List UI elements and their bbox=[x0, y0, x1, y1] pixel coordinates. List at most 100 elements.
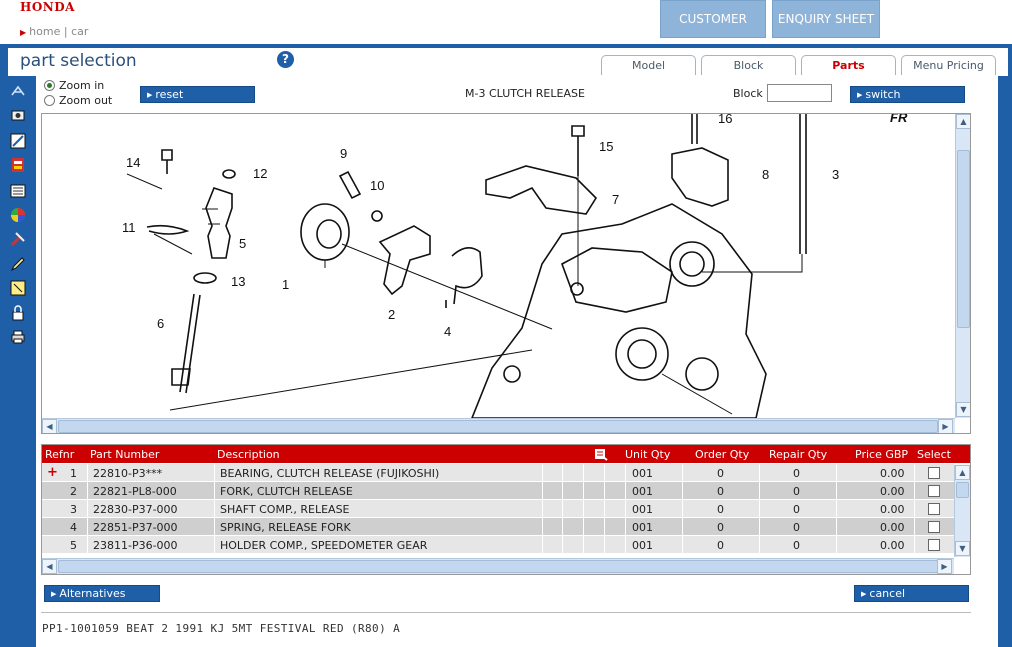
select-checkbox[interactable] bbox=[928, 521, 940, 533]
tools-icon[interactable] bbox=[10, 231, 26, 247]
cell-separator bbox=[625, 482, 626, 500]
zoom-in-radio-dot[interactable] bbox=[44, 80, 55, 91]
cell-separator bbox=[682, 464, 683, 482]
cell-separator bbox=[542, 500, 543, 518]
col-description[interactable]: Description bbox=[217, 448, 280, 461]
col-part-number[interactable]: Part Number bbox=[90, 448, 160, 461]
cancel-button[interactable]: ▶cancel bbox=[854, 585, 969, 602]
svg-text:1: 1 bbox=[282, 277, 289, 292]
alternatives-button[interactable]: ▶Alternatives bbox=[44, 585, 160, 602]
color-wheel-icon[interactable] bbox=[10, 207, 26, 223]
help-icon[interactable]: ? bbox=[277, 51, 294, 68]
svg-text:8: 8 bbox=[762, 167, 769, 182]
col-order-qty[interactable]: Order Qty bbox=[695, 448, 750, 461]
lock-icon[interactable] bbox=[10, 305, 26, 321]
breadcrumb-arrow-icon: ▶ bbox=[20, 28, 27, 37]
col-select[interactable]: Select bbox=[917, 448, 951, 461]
col-unit-qty[interactable]: Unit Qty bbox=[625, 448, 671, 461]
scroll-up-icon[interactable]: ▲ bbox=[956, 114, 970, 129]
scroll-right-icon[interactable]: ▶ bbox=[938, 419, 953, 433]
bookmark-icon[interactable] bbox=[10, 83, 26, 99]
cell-separator bbox=[214, 518, 215, 536]
table-scroll-left-icon[interactable]: ◀ bbox=[42, 559, 57, 574]
enquiry-sheet-button[interactable]: ENQUIRY SHEET bbox=[772, 0, 880, 38]
cell-description: HOLDER COMP., SPEEDOMETER GEAR bbox=[220, 539, 428, 552]
cell-separator bbox=[604, 482, 605, 500]
cell-separator bbox=[87, 536, 88, 554]
cell-description: SPRING, RELEASE FORK bbox=[220, 521, 351, 534]
table-scroll-up-icon[interactable]: ▲ bbox=[955, 465, 970, 480]
table-scroll-down-icon[interactable]: ▼ bbox=[955, 541, 970, 556]
cell-refnr: 1 bbox=[70, 467, 77, 480]
footer-divider bbox=[41, 612, 971, 613]
exploded-parts-diagram[interactable]: 1 2 3 4 5 6 7 8 9 10 11 12 13 14 15 16 F… bbox=[42, 114, 954, 419]
block-input[interactable] bbox=[767, 84, 832, 102]
select-checkbox[interactable] bbox=[928, 503, 940, 515]
cell-separator bbox=[759, 536, 760, 554]
table-horizontal-scrollbar[interactable]: ◀ ▶ bbox=[42, 558, 954, 574]
zoom-in-radio[interactable]: Zoom in bbox=[44, 79, 104, 92]
breadcrumb-home-link[interactable]: home bbox=[29, 25, 61, 38]
print-icon[interactable] bbox=[10, 329, 26, 345]
cell-separator bbox=[836, 518, 837, 536]
cell-separator bbox=[604, 464, 605, 482]
cell-separator bbox=[87, 500, 88, 518]
parts-diagram-viewer[interactable]: 1 2 3 4 5 6 7 8 9 10 11 12 13 14 15 16 F… bbox=[41, 113, 971, 434]
switch-button[interactable]: ▶switch bbox=[850, 86, 965, 103]
zoom-out-radio[interactable]: Zoom out bbox=[44, 94, 112, 107]
cell-separator bbox=[542, 536, 543, 554]
list-icon[interactable] bbox=[10, 183, 26, 199]
svg-text:16: 16 bbox=[718, 114, 732, 126]
svg-text:14: 14 bbox=[126, 155, 140, 170]
table-hscroll-thumb[interactable] bbox=[58, 560, 938, 573]
cell-separator bbox=[836, 500, 837, 518]
customer-button[interactable]: CUSTOMER bbox=[660, 0, 766, 38]
switch-label: switch bbox=[865, 88, 901, 101]
scroll-down-icon[interactable]: ▼ bbox=[956, 402, 970, 417]
zoom-out-radio-dot[interactable] bbox=[44, 95, 55, 106]
cell-separator bbox=[914, 464, 915, 482]
cell-unit-qty: 001 bbox=[632, 503, 653, 516]
cell-separator bbox=[914, 518, 915, 536]
diagram-vertical-scrollbar[interactable]: ▲ ▼ bbox=[955, 114, 970, 418]
select-checkbox[interactable] bbox=[928, 485, 940, 497]
col-repair-qty[interactable]: Repair Qty bbox=[769, 448, 828, 461]
cell-separator bbox=[914, 482, 915, 500]
col-refnr[interactable]: Refnr bbox=[45, 448, 75, 461]
table-scroll-right-icon[interactable]: ▶ bbox=[937, 559, 952, 574]
cell-part-number: 23811-P36-000 bbox=[93, 539, 178, 552]
select-checkbox[interactable] bbox=[928, 467, 940, 479]
tab-block[interactable]: Block bbox=[701, 55, 796, 75]
breadcrumb-car-link[interactable]: car bbox=[71, 25, 89, 38]
row-expand-icon[interactable]: + bbox=[47, 465, 58, 480]
diagram-hscroll-thumb[interactable] bbox=[58, 420, 938, 433]
select-checkbox[interactable] bbox=[928, 539, 940, 551]
cell-separator bbox=[583, 518, 584, 536]
cell-separator bbox=[682, 518, 683, 536]
cell-price: 0.00 bbox=[880, 467, 905, 480]
col-price-gbp[interactable]: Price GBP bbox=[855, 448, 909, 461]
resize-icon[interactable] bbox=[10, 133, 26, 149]
diagram-horizontal-scrollbar[interactable]: ◀ ▶ bbox=[42, 418, 955, 433]
tab-parts[interactable]: Parts bbox=[801, 55, 896, 75]
cell-separator bbox=[214, 500, 215, 518]
tab-model[interactable]: Model bbox=[601, 55, 696, 75]
parts-icon[interactable] bbox=[10, 157, 26, 173]
cancel-arrow-icon: ▶ bbox=[861, 589, 867, 598]
table-vertical-scrollbar[interactable]: ▲ ▼ bbox=[954, 465, 970, 557]
table-vscroll-thumb[interactable] bbox=[956, 482, 969, 498]
camera-icon[interactable] bbox=[10, 107, 26, 123]
diagram-vscroll-thumb[interactable] bbox=[957, 150, 970, 328]
edit-icon[interactable] bbox=[10, 256, 26, 272]
cell-price: 0.00 bbox=[880, 485, 905, 498]
reset-button[interactable]: ▶reset bbox=[140, 86, 255, 103]
scroll-left-icon[interactable]: ◀ bbox=[42, 419, 57, 433]
column-settings-icon[interactable] bbox=[594, 447, 608, 464]
tab-menu-pricing[interactable]: Menu Pricing bbox=[901, 55, 996, 75]
note-icon[interactable] bbox=[10, 280, 26, 296]
